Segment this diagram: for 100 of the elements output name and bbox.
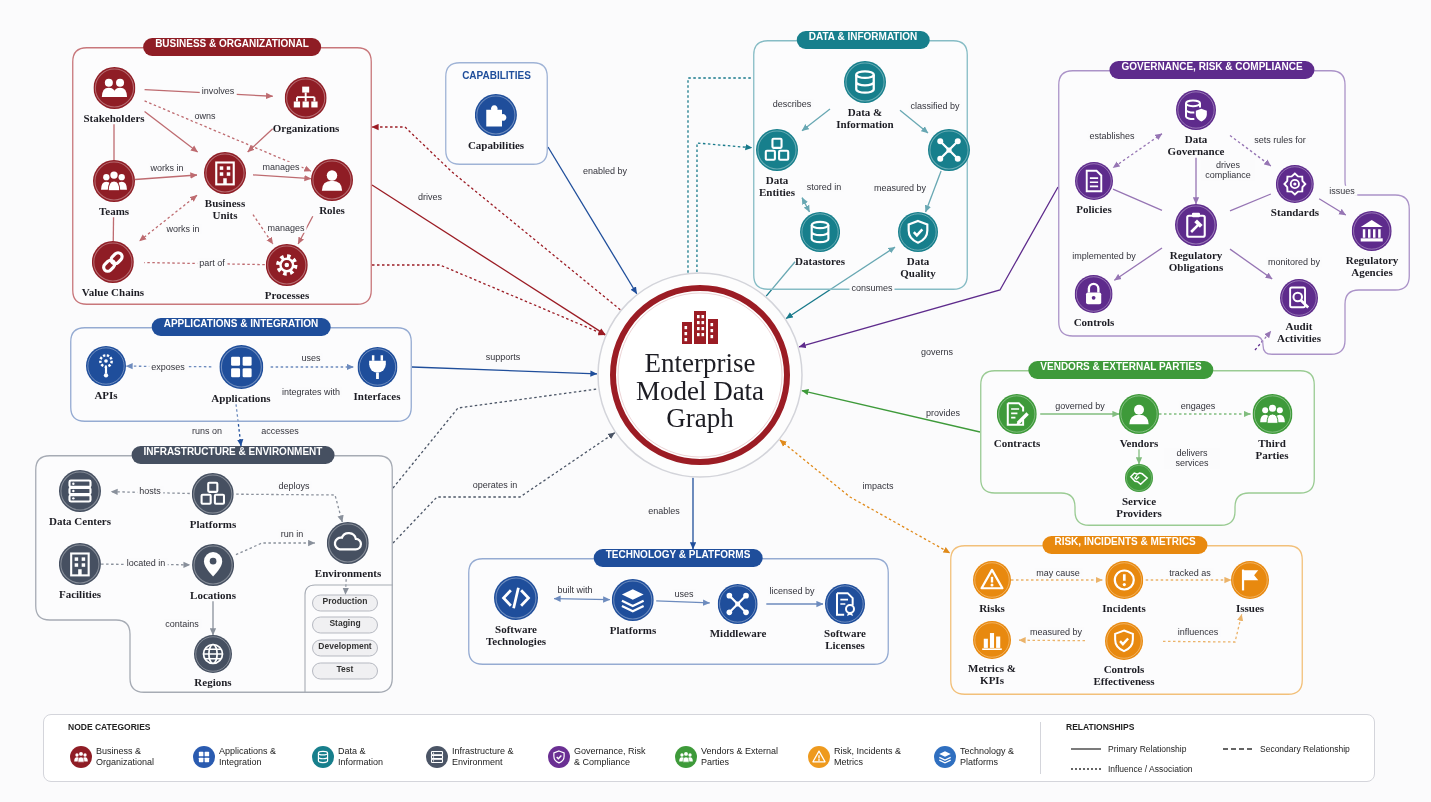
connector-line	[1112, 188, 1163, 211]
edge-label: works in	[164, 223, 202, 235]
edge-label: run in	[278, 528, 306, 540]
legend-text: Vendors & External Parties	[701, 746, 780, 768]
group-panel	[950, 536, 1303, 695]
hub-circle	[597, 272, 803, 478]
hub-title: Enterprise Model Data Graph	[634, 350, 766, 433]
arrow	[1192, 157, 1200, 205]
group-panel	[753, 31, 968, 290]
group-heading: INFRASTRUCTURE & ENVIRONMENT	[131, 446, 335, 464]
arrow	[247, 128, 274, 153]
arrow	[297, 215, 314, 245]
arrow	[138, 194, 198, 242]
node-label: Software Licenses	[823, 627, 867, 652]
node-label: Organizations	[272, 122, 340, 135]
legend-heading: RELATIONSHIPS	[1066, 722, 1135, 732]
node-label: Environments	[314, 567, 382, 580]
node-label: Middleware	[709, 627, 767, 640]
edge-label: provides	[924, 407, 962, 419]
arrow	[785, 246, 896, 320]
arrow	[924, 170, 942, 213]
edge-label: sets rules for	[1252, 134, 1308, 146]
edge-label: located in	[124, 557, 168, 569]
node-label: Risks	[979, 602, 1005, 615]
group-heading: VENDORS & EXTERNAL PARTIES	[1028, 361, 1214, 379]
environment-tag: Staging	[312, 616, 378, 634]
edge-label: manages	[260, 161, 302, 173]
arrow	[1135, 448, 1143, 465]
connector-line	[392, 388, 599, 489]
arrow	[1113, 247, 1163, 281]
arrow	[342, 578, 349, 596]
node-label: APIs	[94, 389, 118, 402]
edge-label: implemented by	[1070, 250, 1138, 262]
edge-label: establishes	[1087, 130, 1137, 142]
node-label: Third Parties	[1254, 437, 1290, 462]
node-label: Controls Effectiveness	[1092, 663, 1156, 688]
edge-label: contains	[163, 618, 201, 630]
node-label: Issues	[1235, 602, 1265, 615]
arrow	[252, 174, 312, 182]
edge-label: impacts	[860, 480, 896, 492]
group-heading: CAPABILITIES	[462, 70, 531, 81]
arrow	[1229, 134, 1272, 167]
arrow	[1318, 198, 1347, 216]
group-panel	[70, 318, 412, 422]
connector-line	[1229, 193, 1272, 212]
arrow	[371, 184, 606, 336]
node-label: Regions	[194, 676, 232, 689]
environment-tag: Test	[312, 662, 378, 680]
arrow	[209, 600, 217, 636]
arrow	[371, 264, 606, 336]
arrow	[411, 366, 598, 377]
legend-text: Technology & Platforms	[960, 746, 1016, 768]
arrow	[689, 477, 697, 550]
edge-label: stored in	[804, 181, 844, 193]
legend-text: Influence / Association	[1108, 763, 1193, 775]
node-label: Platforms	[609, 624, 657, 637]
node-label: Vendors	[1119, 437, 1159, 450]
legend-text: Data & Information	[338, 746, 385, 768]
arrow	[235, 403, 244, 447]
connector-line	[765, 261, 796, 297]
legend-text: Infrastructure & Environment	[452, 746, 515, 768]
arrow	[252, 213, 274, 245]
arrow	[899, 109, 929, 134]
edge-label: works in	[148, 162, 186, 174]
arrow	[1112, 133, 1163, 169]
node-label: Datastores	[795, 255, 845, 268]
arrow	[392, 432, 616, 544]
edge-label: built with	[555, 584, 595, 596]
node-label: Contracts	[993, 437, 1041, 450]
arrow	[143, 100, 312, 172]
group-panel	[468, 549, 889, 665]
node-label: Business Units	[203, 197, 247, 222]
node-label: Value Chains	[81, 286, 145, 299]
group-heading: GOVERNANCE, RISK & COMPLIANCE	[1109, 61, 1315, 79]
group-heading: APPLICATIONS & INTEGRATION	[151, 318, 331, 336]
relation-label: integrates with	[280, 386, 342, 398]
arrow	[1039, 410, 1120, 418]
arrow	[134, 172, 198, 181]
node-label: Software Technologies	[484, 623, 548, 648]
edge-label: classified by	[908, 100, 962, 112]
edge-label: enables	[646, 505, 682, 517]
node-label: Regulatory Obligations	[1167, 249, 1225, 274]
arrow	[143, 110, 199, 153]
node-label: Interfaces	[353, 390, 401, 403]
arrow	[801, 389, 981, 433]
legend-text: Secondary Relationship	[1260, 743, 1350, 755]
node-label: Policies	[1076, 203, 1112, 216]
node-label: Regulatory Agencies	[1345, 254, 1399, 279]
edge-label: tracked as	[1167, 567, 1213, 579]
group-panel	[72, 38, 372, 305]
edge-label: part of	[197, 257, 227, 269]
edge-label: governed by	[1053, 400, 1107, 412]
group-heading: DATA & INFORMATION	[796, 31, 930, 49]
node-label: Data Entities	[757, 174, 797, 199]
arrow	[779, 439, 951, 554]
edge-label: supports	[483, 351, 523, 363]
node-label: Data Governance	[1166, 133, 1226, 158]
environment-tag: Development	[312, 639, 378, 657]
node-label: Data Centers	[49, 515, 111, 528]
arrow	[1254, 330, 1272, 351]
